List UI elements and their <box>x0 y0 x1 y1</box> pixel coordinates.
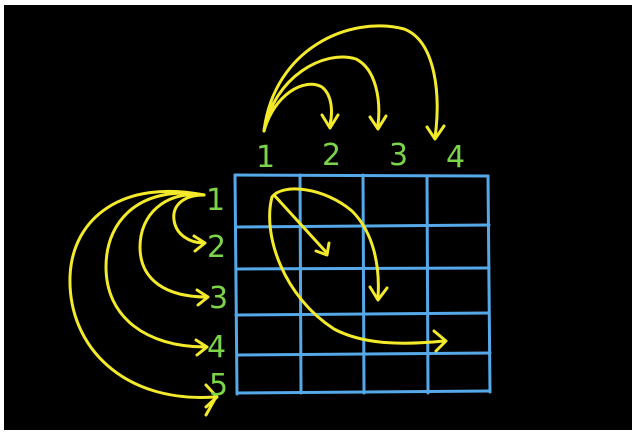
grid-vline-1 <box>233 173 239 396</box>
arrow-col1-to-col4 <box>262 24 439 139</box>
arrow-cell-1-1-to-4-4 <box>268 195 446 345</box>
column-label-4: 4 <box>446 140 465 175</box>
arrowhead-row2 <box>192 234 207 253</box>
arrow-row1-to-row5 <box>68 189 216 399</box>
arrow-col1-to-col2 <box>262 82 333 133</box>
arrow-row1-to-row2 <box>172 193 206 245</box>
arrowhead-col4 <box>425 124 446 141</box>
arrow-row1-to-row4 <box>104 191 208 349</box>
grid-vline-4 <box>425 174 430 395</box>
grid-hline-6 <box>235 389 492 395</box>
grid-hline-1 <box>233 173 490 178</box>
arrow-cell-1-1-to-3-3 <box>270 187 380 299</box>
row-label-5: 5 <box>209 368 228 403</box>
arrowhead-row3 <box>195 288 210 307</box>
diagram-canvas: 1 2 3 4 1 2 3 4 5 <box>4 5 632 430</box>
grid-diagram: 1 2 3 4 1 2 3 4 5 <box>68 24 492 417</box>
arrow-row1-to-row3 <box>138 193 209 299</box>
arrow-row5-tail <box>204 395 218 417</box>
row-arrows <box>68 189 219 417</box>
arrowhead-cell-3-3 <box>368 285 389 302</box>
row-labels: 1 2 3 4 5 <box>206 183 228 403</box>
column-label-1: 1 <box>256 140 275 175</box>
grid-hline-5 <box>235 351 492 357</box>
grid-vline-5 <box>486 174 492 394</box>
column-arrows <box>262 24 446 141</box>
column-label-3: 3 <box>389 138 408 173</box>
arrowhead-cell-4-4 <box>432 329 448 353</box>
arrow-col1-to-col3 <box>262 55 381 133</box>
grid-hline-4 <box>234 311 491 317</box>
arrowhead-col2 <box>320 113 340 130</box>
column-label-2: 2 <box>322 138 341 173</box>
arrow-cell-1-1-to-2-2 <box>272 193 328 254</box>
row-label-3: 3 <box>209 281 228 316</box>
diagonal-arrows <box>268 187 448 353</box>
row-label-4: 4 <box>207 330 226 365</box>
grid-hline-3 <box>234 266 491 271</box>
arrowhead-row4 <box>194 338 209 357</box>
arrowhead-cell-2-2 <box>314 241 331 257</box>
grid-vline-3 <box>361 173 366 395</box>
grid-vline-2 <box>298 173 303 395</box>
row-label-2: 2 <box>207 230 226 265</box>
column-labels: 1 2 3 4 <box>256 138 465 175</box>
arrowhead-col3 <box>368 114 388 131</box>
grid <box>233 173 492 396</box>
row-label-1: 1 <box>206 183 225 218</box>
